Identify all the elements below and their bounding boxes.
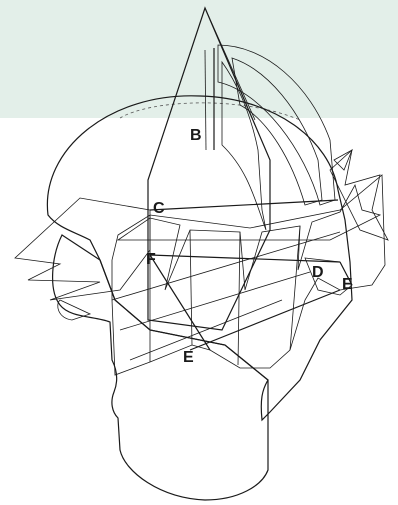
- background-bottom: [0, 118, 398, 505]
- label-d: D: [312, 264, 324, 281]
- label-e-right: E: [342, 276, 353, 293]
- label-b: B: [190, 127, 202, 144]
- background-top-band: [0, 0, 398, 118]
- label-c: C: [153, 200, 165, 217]
- label-e-bottom: E: [183, 349, 194, 366]
- label-f: F: [146, 251, 156, 268]
